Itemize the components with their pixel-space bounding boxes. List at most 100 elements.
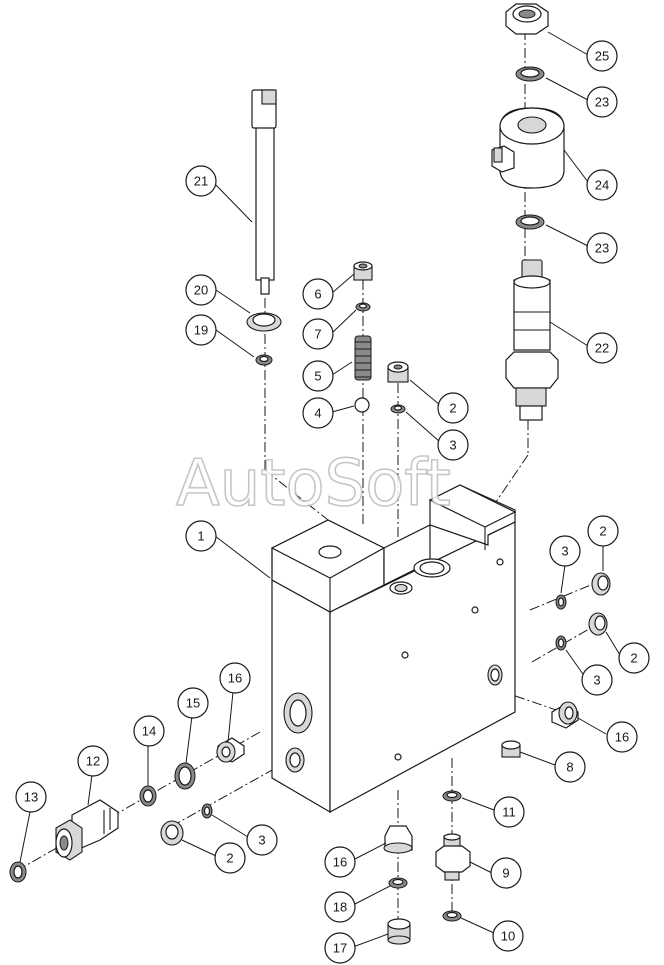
push-rod	[251, 89, 277, 295]
callout-label: 3	[593, 673, 600, 688]
callout-label: 14	[142, 724, 156, 739]
callout-16: 16	[606, 721, 638, 753]
fitting-12	[55, 799, 119, 861]
nut-25	[505, 3, 549, 35]
callout-label: 15	[186, 696, 200, 711]
washer-3-right-upper	[555, 594, 567, 610]
solenoid-coil-24	[491, 107, 565, 189]
callout-13: 13	[15, 781, 47, 813]
washer-7	[355, 302, 371, 312]
plug-16-left	[216, 737, 245, 763]
callout-label: 10	[501, 929, 515, 944]
washer-3-upper	[390, 404, 406, 414]
callout-10: 10	[492, 920, 524, 952]
callout-6: 6	[302, 278, 334, 310]
seal-ring-15	[174, 762, 196, 790]
callout-16: 16	[219, 662, 251, 694]
callout-label: 24	[595, 178, 609, 193]
plug-2-right-upper	[591, 572, 611, 596]
callout-3: 3	[246, 824, 278, 856]
callout-2: 2	[618, 642, 650, 674]
o-ring-19	[255, 354, 273, 366]
plug-8	[501, 740, 521, 758]
callouts: 25 23 24 23 22 21 20 19 6 7 5 4 2 3 1 3 …	[15, 40, 650, 964]
callout-label: 21	[194, 174, 208, 189]
callout-4: 4	[302, 397, 334, 429]
callout-label: 12	[86, 754, 100, 769]
washer-18	[388, 877, 408, 889]
callout-label: 2	[599, 524, 606, 539]
o-ring-14	[139, 785, 157, 807]
plug-2-upper	[387, 361, 409, 383]
callout-label: 11	[502, 805, 516, 820]
washer-23-lower	[515, 214, 545, 230]
callout-3: 3	[437, 429, 469, 461]
callout-label: 4	[314, 406, 321, 421]
leader-lines	[19, 31, 621, 948]
fitting-9	[435, 833, 471, 881]
callout-11: 11	[493, 796, 525, 828]
callout-label: 16	[228, 671, 242, 686]
callout-12: 12	[77, 745, 109, 777]
seal-ring-20	[246, 312, 282, 332]
callout-19: 19	[185, 314, 217, 346]
o-ring-13	[9, 861, 27, 883]
callout-7: 7	[302, 318, 334, 350]
plug-17	[387, 918, 411, 945]
ball-4	[354, 397, 370, 413]
callout-label: 8	[566, 760, 573, 775]
washer-11	[442, 790, 462, 802]
callout-label: 16	[333, 855, 347, 870]
callout-24: 24	[586, 169, 618, 201]
callout-label: 16	[615, 730, 629, 745]
callout-16: 16	[324, 846, 356, 878]
washer-3-lower-left	[201, 803, 213, 819]
callout-label: 23	[595, 95, 609, 110]
plug-2-lower-left	[160, 820, 184, 846]
callout-label: 3	[449, 438, 456, 453]
callout-25: 25	[586, 40, 618, 72]
callout-label: 23	[595, 241, 609, 256]
callout-label: 9	[502, 866, 509, 881]
plug-6	[353, 261, 373, 281]
callout-label: 5	[314, 369, 321, 384]
callout-label: 2	[630, 651, 637, 666]
callout-label: 1	[197, 529, 204, 544]
washer-10	[442, 910, 462, 922]
washer-23-top	[515, 66, 545, 82]
callout-label: 22	[595, 341, 609, 356]
callout-label: 2	[449, 401, 456, 416]
callout-label: 20	[194, 283, 208, 298]
spring-5	[354, 335, 372, 381]
callout-1: 1	[185, 520, 217, 552]
callout-23: 23	[586, 232, 618, 264]
callout-5: 5	[302, 360, 334, 392]
callout-18: 18	[324, 891, 356, 923]
callout-label: 18	[333, 900, 347, 915]
callout-21: 21	[185, 165, 217, 197]
callout-label: 13	[24, 790, 38, 805]
callout-label: 17	[333, 941, 347, 956]
washer-3-right-lower	[555, 635, 567, 651]
callout-14: 14	[133, 715, 165, 747]
callout-label: 19	[194, 323, 208, 338]
callout-2: 2	[214, 842, 246, 874]
callout-2: 2	[437, 392, 469, 424]
plug-2-right-lower	[588, 612, 608, 636]
callout-9: 9	[490, 857, 522, 889]
watermark-text: AutoSoft	[176, 447, 451, 521]
callout-label: 25	[595, 49, 609, 64]
callout-8: 8	[554, 751, 586, 783]
solenoid-cartridge-22	[505, 259, 559, 421]
callout-2: 2	[587, 515, 619, 547]
callout-17: 17	[324, 932, 356, 964]
callout-22: 22	[586, 332, 618, 364]
valve-block-body	[270, 484, 517, 814]
callout-label: 7	[314, 327, 321, 342]
callout-label: 2	[226, 851, 233, 866]
callout-3: 3	[549, 535, 581, 567]
callout-20: 20	[185, 274, 217, 306]
callout-label: 3	[561, 544, 568, 559]
